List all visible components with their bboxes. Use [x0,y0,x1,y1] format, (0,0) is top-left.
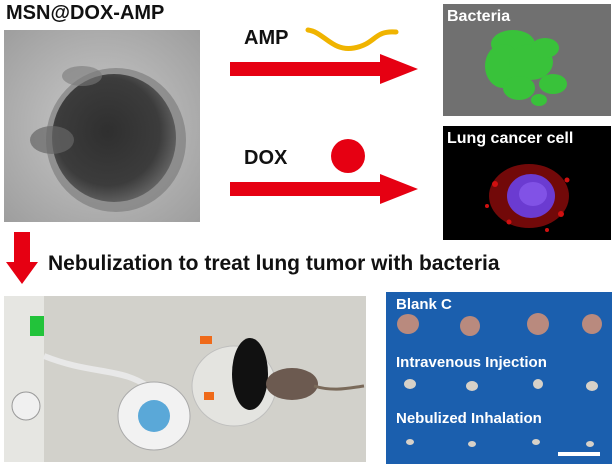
tumor-row-label-intravenous: Intravenous Injection [396,354,547,371]
arrow-dox-label: DOX [244,147,288,169]
title: MSN@DOX-AMP [6,2,165,24]
panel-cancer-label: Lung cancer cell [447,130,574,147]
panel-bacteria-label: Bacteria [447,8,511,25]
tem-nanoparticle-image [4,30,200,222]
panel-tumors: Blank C Intravenous Injection Nebulized … [386,292,612,464]
photo-nebulizer [4,296,366,462]
panel-lung-cancer-cell: Lung cancer cell [443,126,611,240]
arrow-down [4,232,40,286]
arrow-right-dox [230,172,420,206]
caption: Nebulization to treat lung tumor with ba… [48,252,500,275]
amp-peptide-icon [304,22,400,56]
tumor-row-label-nebulized: Nebulized Inhalation [396,410,542,427]
arrow-right-amp [230,52,420,86]
panel-bacteria: Bacteria [443,4,611,116]
tumor-row-label-blank: Blank C [396,296,452,313]
arrow-amp-label: AMP [244,27,289,49]
dox-sphere-icon [328,136,368,176]
